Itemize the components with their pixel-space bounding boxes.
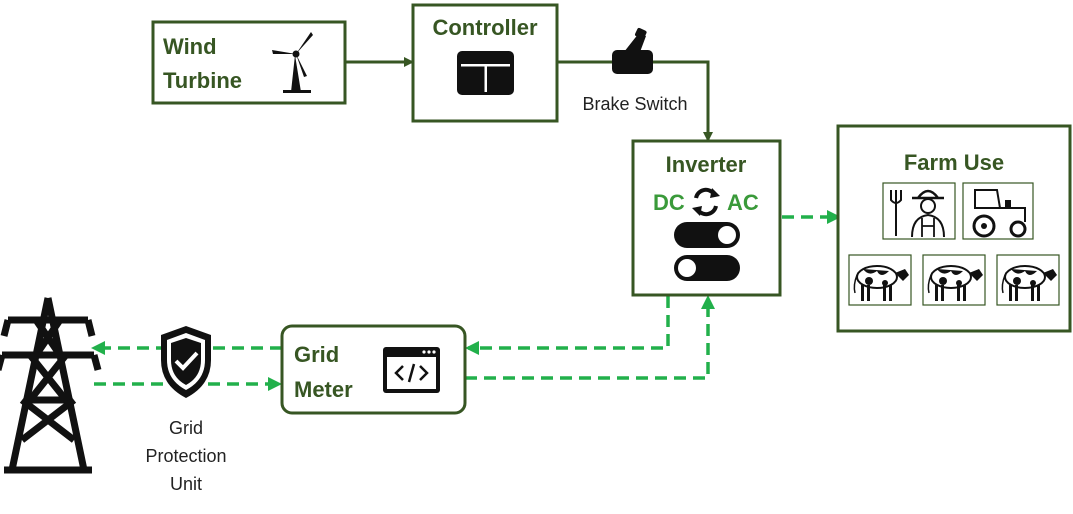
tractor-icon [962,182,1034,240]
grid-protection-node: Grid Protection Unit [145,326,227,494]
cow-icon [922,254,986,306]
wind-turbine-box [151,20,347,105]
edge-controller-to-inverter [557,60,713,142]
cow-icon [848,254,912,306]
inverter-node: Inverter DC AC [631,139,782,297]
connectors [91,57,841,391]
farmer-icon [882,182,956,240]
grid-protection-label-line1: Grid [169,418,203,438]
wind-turbine-node: Wind Turbine [151,20,347,105]
farm-use-node: Farm Use [836,124,1072,333]
controller-label: Controller [432,15,538,40]
toggle-switches-icon [674,222,740,281]
convert-arrows-icon [692,187,720,217]
edge-meter-to-inverter [465,295,715,380]
grid-meter-label-line1: Grid [294,342,339,367]
code-window-icon [383,347,440,393]
grid-meter-node: Grid Meter [280,324,467,415]
wind-turbine-label-line2: Turbine [163,68,242,93]
brake-switch-label: Brake Switch [582,94,687,114]
grid-protection-label-line3: Unit [170,474,202,494]
controller-panel-icon [457,51,514,95]
edge-inverter-to-meter [465,296,670,355]
wind-turbine-label-line1: Wind [163,34,217,59]
grid-meter-label-line2: Meter [294,377,353,402]
inverter-ac-label: AC [727,190,759,215]
farm-use-label: Farm Use [904,150,1004,175]
inverter-label: Inverter [666,152,747,177]
transmission-tower-icon [0,297,102,474]
brake-switch-node: Brake Switch [582,27,688,114]
controller-node: Controller [411,3,559,123]
wind-turbine-icon [272,32,313,93]
shield-check-icon [161,326,211,398]
lever-switch-icon [612,27,653,74]
inverter-dc-label: DC [653,190,685,215]
cow-icon [996,254,1060,306]
grid-protection-label-line2: Protection [145,446,226,466]
